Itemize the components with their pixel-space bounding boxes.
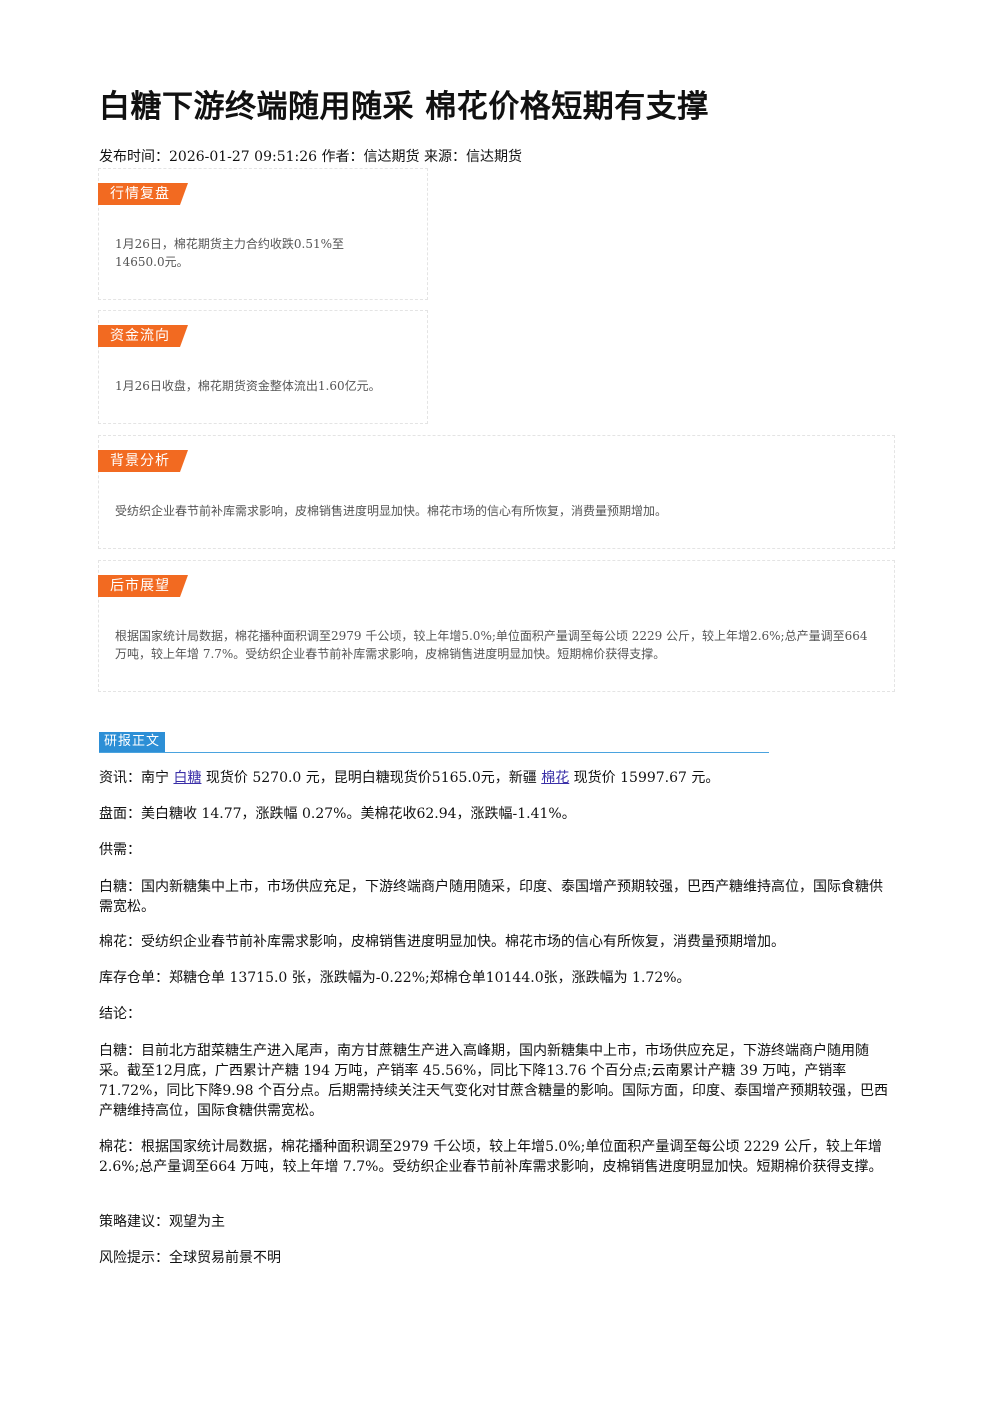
- conclusion-label: 结论：: [99, 1006, 141, 1022]
- review-box: 行情复盘 1月26日，棉花期货主力合约收跌0.51%至14650.0元。: [98, 168, 428, 300]
- background-box: 背景分析 受纺织企业春节前补库需求影响，皮棉销售进度明显加快。棉花市场的信心有所…: [98, 435, 895, 549]
- supply-sugar-paragraph: 白糖：国内新糖集中上市，市场供应充足，下游终端商户随用随采，印度、泰国增产预期较…: [99, 879, 883, 915]
- background-tag: 背景分析: [98, 450, 188, 472]
- report-body-header: 研报正文: [99, 732, 769, 753]
- review-text: 1月26日，棉花期货主力合约收跌0.51%至14650.0元。: [115, 237, 345, 269]
- news-text-2: 现货价 5270.0 元，昆明白糖现货价5165.0元，新疆: [201, 770, 542, 786]
- cotton-link[interactable]: 棉花: [541, 770, 570, 786]
- funds-text: 1月26日收盘，棉花期货资金整体流出1.60亿元。: [115, 379, 381, 393]
- risk-paragraph: 风险提示：全球贸易前景不明: [99, 1250, 281, 1266]
- funds-tag: 资金流向: [98, 325, 188, 347]
- outlook-box: 后市展望 根据国家统计局数据，棉花播种面积调至2979 千公顷，较上年增5.0%…: [98, 560, 895, 692]
- conclusion-sugar-paragraph: 白糖：目前北方甜菜糖生产进入尾声，南方甘蔗糖生产进入高峰期，国内新糖集中上市，市…: [99, 1043, 889, 1119]
- news-text-3: 现货价 15997.67 元。: [569, 770, 720, 786]
- news-text-1: 资讯：南宁: [99, 770, 174, 786]
- outlook-text: 根据国家统计局数据，棉花播种面积调至2979 千公顷，较上年增5.0%;单位面积…: [115, 629, 868, 661]
- review-tag: 行情复盘: [98, 183, 188, 205]
- page-title: 白糖下游终端随用随采 棉花价格短期有支撑: [99, 89, 709, 125]
- background-text: 受纺织企业春节前补库需求影响，皮棉销售进度明显加快。棉花市场的信心有所恢复，消费…: [115, 504, 668, 518]
- funds-box: 资金流向 1月26日收盘，棉花期货资金整体流出1.60亿元。: [98, 310, 428, 424]
- conclusion-cotton-paragraph: 棉花：根据国家统计局数据，棉花播种面积调至2979 千公顷，较上年增5.0%;单…: [99, 1139, 883, 1175]
- sugar-link[interactable]: 白糖: [173, 770, 202, 786]
- market-paragraph: 盘面：美白糖收 14.77，涨跌幅 0.27%。美棉花收62.94，涨跌幅-1.…: [99, 806, 576, 822]
- outlook-tag: 后市展望: [98, 575, 188, 597]
- strategy-paragraph: 策略建议：观望为主: [99, 1214, 225, 1230]
- warehouse-paragraph: 库存仓单：郑糖仓单 13715.0 张，涨跌幅为-0.22%;郑棉仓单10144…: [99, 970, 691, 986]
- supply-cotton-paragraph: 棉花：受纺织企业春节前补库需求影响，皮棉销售进度明显加快。棉花市场的信心有所恢复…: [99, 934, 785, 950]
- supply-label: 供需：: [99, 842, 141, 858]
- publish-meta: 发布时间：2026-01-27 09:51:26 作者：信达期货 来源：信达期货: [99, 149, 522, 165]
- news-paragraph: 资讯：南宁 白糖 现货价 5270.0 元，昆明白糖现货价5165.0元，新疆 …: [99, 768, 894, 788]
- report-body-tag: 研报正文: [99, 732, 166, 752]
